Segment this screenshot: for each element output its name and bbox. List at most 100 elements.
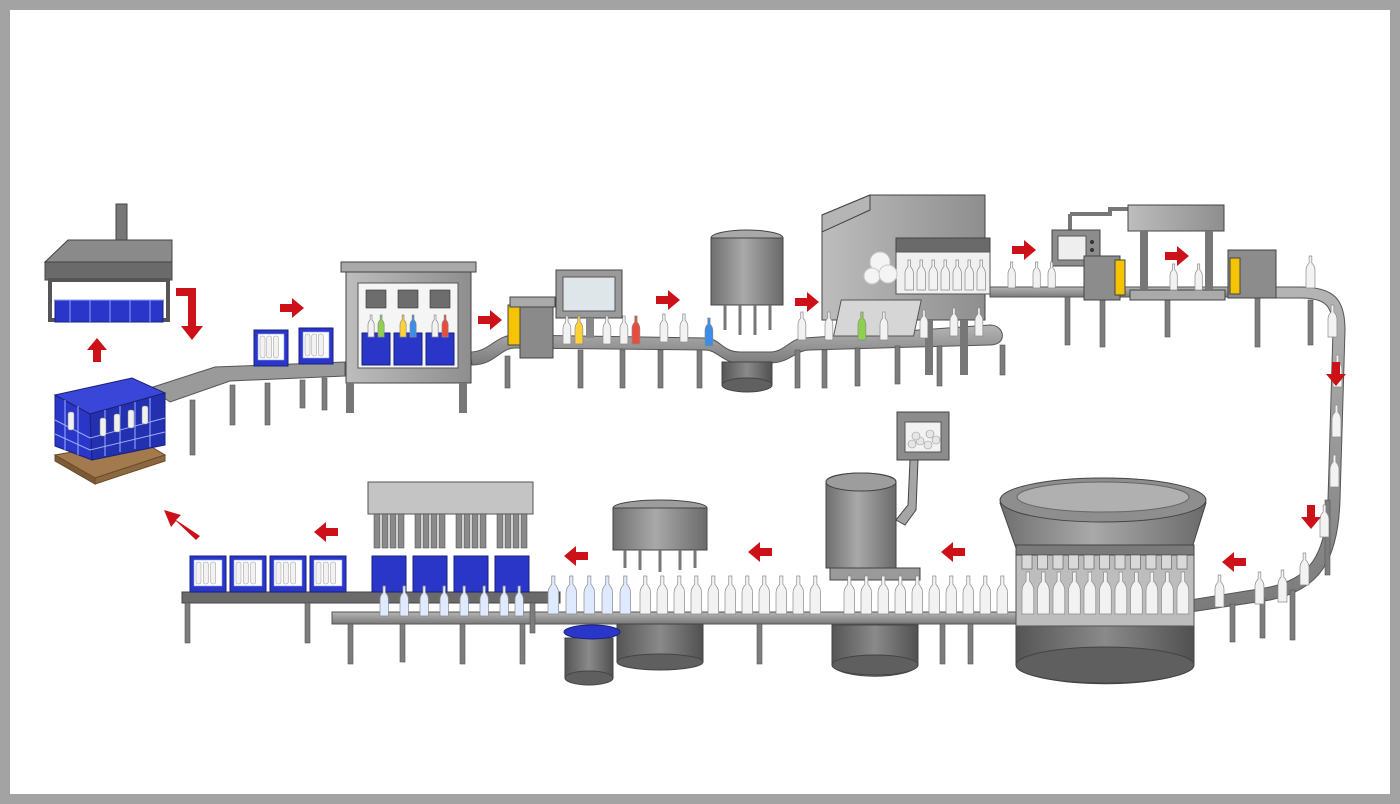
conveyor-leg	[299, 379, 306, 409]
gripper-head	[512, 513, 520, 549]
crate	[229, 555, 267, 593]
bottle	[904, 259, 914, 291]
bottle	[976, 259, 986, 291]
conveyor-leg	[1099, 296, 1106, 348]
bottle	[792, 575, 804, 615]
bottle	[679, 313, 689, 343]
unpacker	[340, 261, 477, 413]
bottle-in-crate	[315, 561, 322, 585]
conveyor-leg	[1064, 296, 1071, 346]
bottle	[1254, 571, 1265, 605]
bottle	[1305, 255, 1316, 289]
bottle	[962, 575, 974, 615]
descending-conveyor	[1189, 286, 1346, 613]
bottle	[619, 315, 629, 345]
bottle	[602, 315, 612, 345]
flow-arrow	[1222, 552, 1246, 572]
conveyor-leg	[577, 349, 584, 389]
bottle-in-crate	[259, 335, 266, 359]
conveyor-leg	[657, 349, 664, 389]
bottle-in-crate	[243, 561, 249, 585]
gripper-head	[381, 513, 389, 549]
labeler	[563, 499, 708, 686]
bottle	[631, 315, 641, 345]
gripper-head	[422, 513, 430, 549]
conveyor-leg	[1229, 603, 1236, 643]
conveyor-leg	[399, 623, 406, 663]
filler-valve	[1161, 554, 1172, 570]
bottle	[1277, 569, 1288, 603]
conveyor-leg	[189, 399, 196, 456]
gripper-head	[397, 513, 405, 549]
conveyor-leg	[967, 623, 974, 665]
conveyor-leg	[936, 345, 943, 387]
gripper-head	[496, 513, 504, 549]
conveyor-leg	[696, 349, 703, 389]
gripper-head	[455, 513, 463, 549]
bottle	[431, 314, 439, 338]
bottle	[1083, 571, 1097, 615]
flow-arrow	[564, 546, 588, 566]
capper	[825, 411, 950, 677]
filler-valve	[1083, 554, 1095, 570]
bottle	[979, 575, 991, 615]
bottle	[860, 575, 872, 615]
gripper-head	[389, 513, 397, 549]
filler-valve	[1176, 554, 1188, 570]
conveyor-leg	[264, 382, 271, 426]
bottle	[1145, 571, 1159, 615]
bottle-inspector-unit	[507, 296, 556, 359]
bottle	[775, 575, 787, 615]
bottle	[690, 575, 702, 615]
flow-arrow	[748, 542, 772, 562]
bottle	[1114, 571, 1128, 615]
bottle	[824, 311, 834, 341]
filler-valve	[1145, 554, 1157, 570]
bottle	[1331, 404, 1342, 438]
crate	[298, 327, 334, 365]
bottle	[1037, 571, 1050, 615]
bottle	[1130, 571, 1143, 615]
bottle	[1214, 574, 1225, 608]
conveyor-leg	[1289, 589, 1296, 641]
bottle	[479, 585, 489, 617]
flow-arrow	[1012, 240, 1036, 260]
crate-conveyor	[148, 361, 346, 403]
bottle-in-crate	[323, 561, 329, 585]
bottle	[996, 575, 1008, 615]
bottle-in-crate	[318, 333, 324, 357]
crate	[189, 555, 227, 593]
bottle	[1161, 571, 1174, 615]
flow-arrow	[941, 542, 965, 562]
bottle	[1327, 304, 1338, 338]
gripper-head	[471, 513, 479, 549]
flow-arrow	[280, 298, 304, 318]
bottle-in-crate	[250, 561, 256, 585]
bottle	[964, 259, 974, 291]
flow-arrow-elbow	[176, 288, 203, 340]
bottle	[514, 585, 524, 617]
bottle	[704, 317, 714, 347]
gripper-head	[373, 513, 381, 549]
gripper-head	[414, 513, 422, 549]
bottle	[945, 575, 957, 615]
conveyor-leg	[1254, 296, 1261, 348]
conveyor-leg	[894, 345, 901, 385]
bottle	[916, 259, 926, 291]
bottle	[894, 575, 906, 615]
filler-valve	[1037, 554, 1048, 570]
conveyor-leg	[821, 349, 828, 389]
bottle	[1021, 571, 1035, 615]
bottle	[928, 259, 938, 291]
bottle	[797, 311, 807, 341]
conveyor-leg	[1324, 499, 1331, 576]
bottle	[741, 575, 753, 615]
control-monitor	[555, 269, 623, 338]
crates-on-infeed	[253, 327, 334, 367]
bottle-in-crate	[330, 561, 336, 585]
bottle	[952, 259, 962, 291]
depalletizer	[43, 203, 173, 323]
conveyor-leg	[756, 623, 763, 665]
flow-arrow	[1165, 246, 1189, 266]
conveyor-leg	[347, 623, 354, 665]
